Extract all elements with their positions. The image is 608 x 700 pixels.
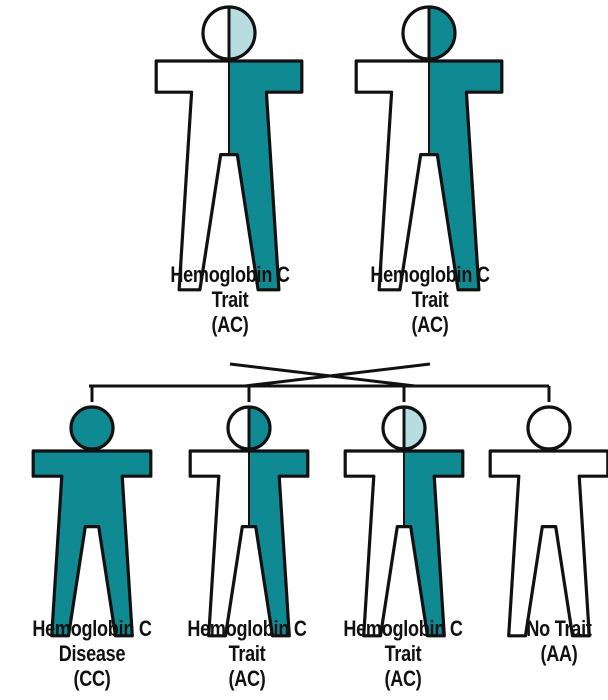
child-2-label-line3: (AC) xyxy=(228,666,266,691)
child-3-figure-head-right-half xyxy=(404,407,425,449)
connector-right-diagonal xyxy=(244,362,431,388)
child-1-figure-body xyxy=(33,451,151,636)
parent-1-label-line3: (AC) xyxy=(211,312,249,337)
parent-2-figure-head xyxy=(401,5,457,61)
parent-1-figure xyxy=(154,59,304,292)
child-1-label-line3: (CC) xyxy=(73,666,111,691)
child-2-label-line2: Trait xyxy=(228,641,266,666)
child-2-label: Hemoglobin C Trait (AC) xyxy=(177,616,316,691)
child-2-label-line1: Hemoglobin C xyxy=(187,616,307,641)
parent-2-label-line2: Trait xyxy=(411,287,449,312)
child-1-label: Hemoglobin C Disease (CC) xyxy=(22,616,161,691)
parent-1-figure-body-outline xyxy=(154,59,304,292)
child-2-figure-head-right-half xyxy=(249,407,270,449)
child-4-figure-head-fill xyxy=(528,407,570,449)
child-1-figure-head-outline xyxy=(69,405,115,451)
parent-2-label-line3: (AC) xyxy=(411,312,449,337)
child-3-label-line2: Trait xyxy=(384,641,422,666)
child-1-figure-head xyxy=(69,405,115,451)
connector-left-diagonal xyxy=(229,362,416,388)
child-1-label-line1: Hemoglobin C xyxy=(32,616,152,641)
child-4-label-line2: (AA) xyxy=(540,641,578,666)
child-4-figure-head xyxy=(526,405,572,451)
child-4-figure-body xyxy=(490,451,608,636)
child-2-figure xyxy=(188,449,310,638)
parent-2-label: Hemoglobin C Trait (AC) xyxy=(360,262,499,337)
child-3-figure xyxy=(343,449,465,638)
parent-1-label-line2: Trait xyxy=(211,287,249,312)
parent-2-figure-body-right-half xyxy=(429,61,502,290)
child-3-figure-body-outline xyxy=(343,449,465,638)
parent-1-label: Hemoglobin C Trait (AC) xyxy=(160,262,299,337)
parent-2-figure xyxy=(354,59,504,292)
parent-2-figure-body-outline xyxy=(354,59,504,292)
child-1-figure-body-outline xyxy=(31,449,153,638)
child-2-figure-head-outline xyxy=(226,405,272,451)
parent-2-figure-head-right-half xyxy=(429,7,455,59)
parent-1-figure-body-right-half xyxy=(229,61,302,290)
parent-1-figure-head-outline xyxy=(201,5,257,61)
parent-1-figure-head xyxy=(201,5,257,61)
child-3-figure-head-outline xyxy=(381,405,427,451)
child-2-figure-head xyxy=(226,405,272,451)
child-3-label-line1: Hemoglobin C xyxy=(343,616,463,641)
child-4-figure xyxy=(488,449,608,638)
parent-2-figure-head-outline xyxy=(401,5,457,61)
parent-1-figure-head-right-half xyxy=(229,7,255,59)
child-1-figure-head-fill xyxy=(71,407,113,449)
child-2-figure-body-right-half xyxy=(249,451,308,636)
child-1-label-line2: Disease xyxy=(58,641,126,666)
child-4-label: No Trait (AA) xyxy=(489,616,608,666)
child-3-label: Hemoglobin C Trait (AC) xyxy=(333,616,472,691)
parent-2-label-line1: Hemoglobin C xyxy=(370,262,490,287)
child-1-figure xyxy=(31,449,153,638)
child-3-figure-head xyxy=(381,405,427,451)
child-3-figure-body-right-half xyxy=(404,451,463,636)
child-4-label-line1: No Trait xyxy=(526,616,592,641)
child-2-figure-body-outline xyxy=(188,449,310,638)
parent-1-label-line1: Hemoglobin C xyxy=(170,262,290,287)
child-4-figure-head-outline xyxy=(526,405,572,451)
child-3-label-line3: (AC) xyxy=(384,666,422,691)
